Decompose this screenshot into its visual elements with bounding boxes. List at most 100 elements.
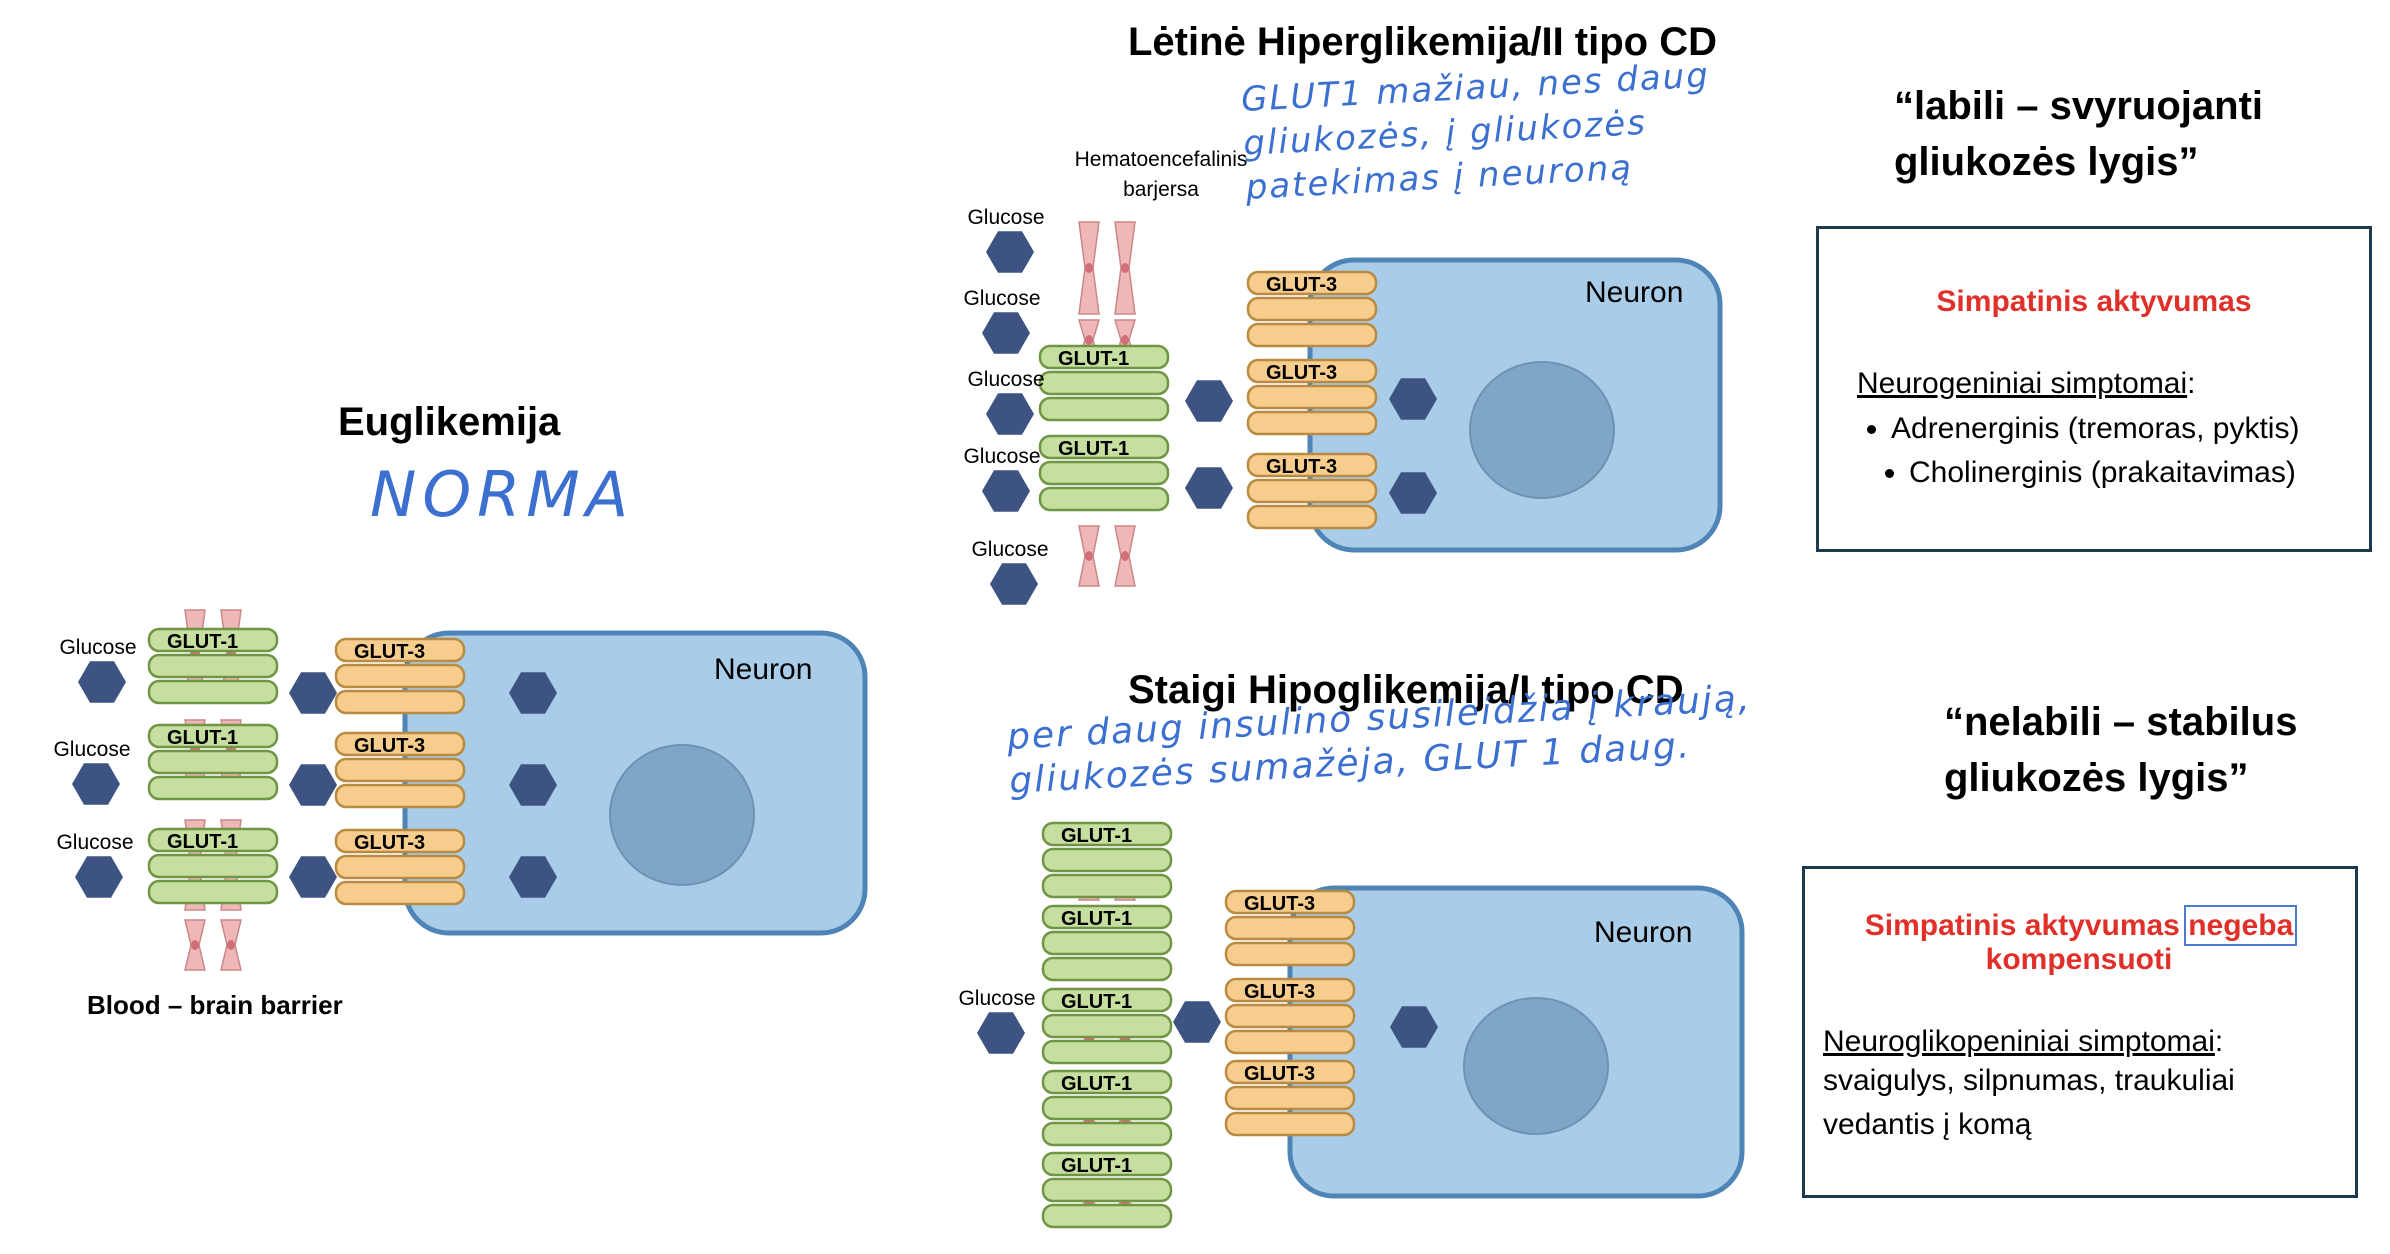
panel-hypo-box-subtitle-row: Neuroglikopeniniai simptomai: xyxy=(1823,1025,2335,1059)
panel-hyper-box-subtitle: Neurogeniniai simptomai xyxy=(1857,367,2188,400)
glucose-hexagon xyxy=(509,764,557,806)
transporter-label: GLUT-1 xyxy=(1061,1073,1132,1095)
panel-hyper-quote: “labili – svyruojanti gliukozės lygis” xyxy=(1894,78,2263,190)
transporter-segment xyxy=(147,853,279,879)
neuron-nucleus xyxy=(1469,361,1615,499)
panel-hypo-quote: “nelabili – stabilus gliukozės lygis” xyxy=(1944,694,2297,806)
transporter-segment xyxy=(1246,384,1378,410)
glut3-transporter: GLUT-3 xyxy=(1246,270,1378,348)
transporter-segment xyxy=(147,775,279,801)
glucose-hexagon xyxy=(982,312,1030,354)
panel-hyper-symptom-box: Simpatinis aktyvumas Neurogeniniai simpt… xyxy=(1816,226,2372,552)
panel-hypo-box-title-highlight: negeba xyxy=(2184,905,2298,946)
transporter-segment xyxy=(147,749,279,775)
transporter-label: GLUT-3 xyxy=(1266,362,1337,384)
transporter-segment xyxy=(1041,873,1173,899)
transporter-segment xyxy=(1038,370,1170,396)
panel-eu-title: Euglikemija xyxy=(338,400,561,444)
transporter-segment xyxy=(1038,396,1170,422)
glucose-label: Glucose xyxy=(53,738,130,761)
barrier-cell-nucleus xyxy=(1121,551,1129,561)
glucose-label: Glucose xyxy=(967,368,1044,391)
glucose-hexagon xyxy=(509,856,557,898)
panel-hypo-box-subtitle: Neuroglikopeniniai simptomai xyxy=(1823,1025,2215,1058)
glucose-hexagon xyxy=(990,563,1038,605)
transporter-segment xyxy=(1224,1059,1356,1085)
neuron-label: Neuron xyxy=(714,653,812,686)
transporter-segment xyxy=(147,879,279,905)
transporter-segment xyxy=(334,663,466,689)
neuron-nucleus xyxy=(1463,997,1609,1135)
glucose-hexagon xyxy=(1185,467,1233,509)
neuron-label: Neuron xyxy=(1585,276,1683,309)
transporter-segment xyxy=(1041,1095,1173,1121)
transporter-label: GLUT-3 xyxy=(354,735,425,757)
transporter-segment xyxy=(1041,1013,1173,1039)
panel-hypo-box-title: Simpatinis aktyvumas negeba kompensuoti xyxy=(1823,905,2335,977)
panel-hyper-box-subtitle-colon: : xyxy=(2187,367,2196,400)
panel-hyper-box-list: Adrenerginis (tremoras, pyktis) Choliner… xyxy=(1839,407,2349,495)
transporter-segment xyxy=(1224,1111,1356,1137)
transporter-label: GLUT-3 xyxy=(354,641,425,663)
transporter-segment xyxy=(1224,1029,1356,1055)
transporter-segment xyxy=(334,757,466,783)
transporter-segment xyxy=(1224,941,1356,967)
transporter-segment xyxy=(1224,1003,1356,1029)
glucose-label: Glucose xyxy=(56,831,133,854)
transporter-segment xyxy=(147,827,279,853)
glut1-transporter: GLUT-1 xyxy=(1038,434,1170,512)
transporter-segment xyxy=(1246,358,1378,384)
panel-hypo-box-title-part-1: Simpatinis aktyvumas xyxy=(1864,909,2180,942)
glut1-transporter: GLUT-1 xyxy=(1041,987,1173,1065)
transporter-label: GLUT-1 xyxy=(1058,438,1129,460)
glucose-hexagon xyxy=(72,763,120,805)
glucose-hexagon xyxy=(982,470,1030,512)
panel-hyper-handwriting: GLUT1 mažiau, nes daug gliukozės, į gliu… xyxy=(1240,53,1715,209)
glucose-hexagon xyxy=(1389,378,1437,420)
glucose-hexagon xyxy=(986,231,1034,273)
transporter-segment xyxy=(1041,1121,1173,1147)
transporter-segment xyxy=(1041,987,1173,1013)
transporter-label: GLUT-3 xyxy=(1244,893,1315,915)
transporter-segment xyxy=(334,731,466,757)
transporter-segment xyxy=(334,637,466,663)
transporter-label: GLUT-1 xyxy=(1061,908,1132,930)
transporter-segment xyxy=(1224,889,1356,915)
panel-hyper-box-item: Adrenerginis (tremoras, pyktis) xyxy=(1891,407,2349,451)
transporter-segment xyxy=(1246,270,1378,296)
glut1-transporter: GLUT-1 xyxy=(1041,904,1173,982)
transporter-label: GLUT-3 xyxy=(354,832,425,854)
transporter-segment xyxy=(1038,344,1170,370)
transporter-label: GLUT-1 xyxy=(1058,348,1129,370)
transporter-segment xyxy=(1041,1151,1173,1177)
glucose-hexagon xyxy=(1173,1001,1221,1043)
transporter-segment xyxy=(1224,915,1356,941)
glucose-hexagon xyxy=(1389,472,1437,514)
panel-hypo-box-subtitle-colon: : xyxy=(2214,1025,2224,1058)
glut1-transporter: GLUT-1 xyxy=(147,723,279,801)
panel-hyper-quote-line-1: “labili – svyruojanti xyxy=(1894,84,2264,128)
transporter-segment xyxy=(1246,452,1378,478)
glut3-transporter: GLUT-3 xyxy=(1224,1059,1356,1137)
barrier-cell-nucleus xyxy=(1085,551,1093,561)
transporter-segment xyxy=(1038,460,1170,486)
transporter-label: GLUT-1 xyxy=(167,727,238,749)
transporter-segment xyxy=(1246,478,1378,504)
glut1-transporter: GLUT-1 xyxy=(147,627,279,705)
transporter-segment xyxy=(1041,821,1173,847)
glucose-hexagon xyxy=(1185,380,1233,422)
glucose-label: Glucose xyxy=(59,636,136,659)
blood-brain-barrier-label: Blood – brain barrier xyxy=(87,990,343,1020)
transporter-segment xyxy=(1224,1085,1356,1111)
transporter-segment xyxy=(147,723,279,749)
transporter-segment xyxy=(334,783,466,809)
barrier-cell-nucleus xyxy=(1121,335,1129,345)
glucose-hexagon xyxy=(1390,1006,1438,1048)
transporter-segment xyxy=(147,653,279,679)
transporter-segment xyxy=(1246,410,1378,436)
glucose-label: Glucose xyxy=(963,287,1040,310)
transporter-label: GLUT-3 xyxy=(1244,981,1315,1003)
glucose-label: Glucose xyxy=(963,445,1040,468)
glucose-hexagon xyxy=(78,661,126,703)
